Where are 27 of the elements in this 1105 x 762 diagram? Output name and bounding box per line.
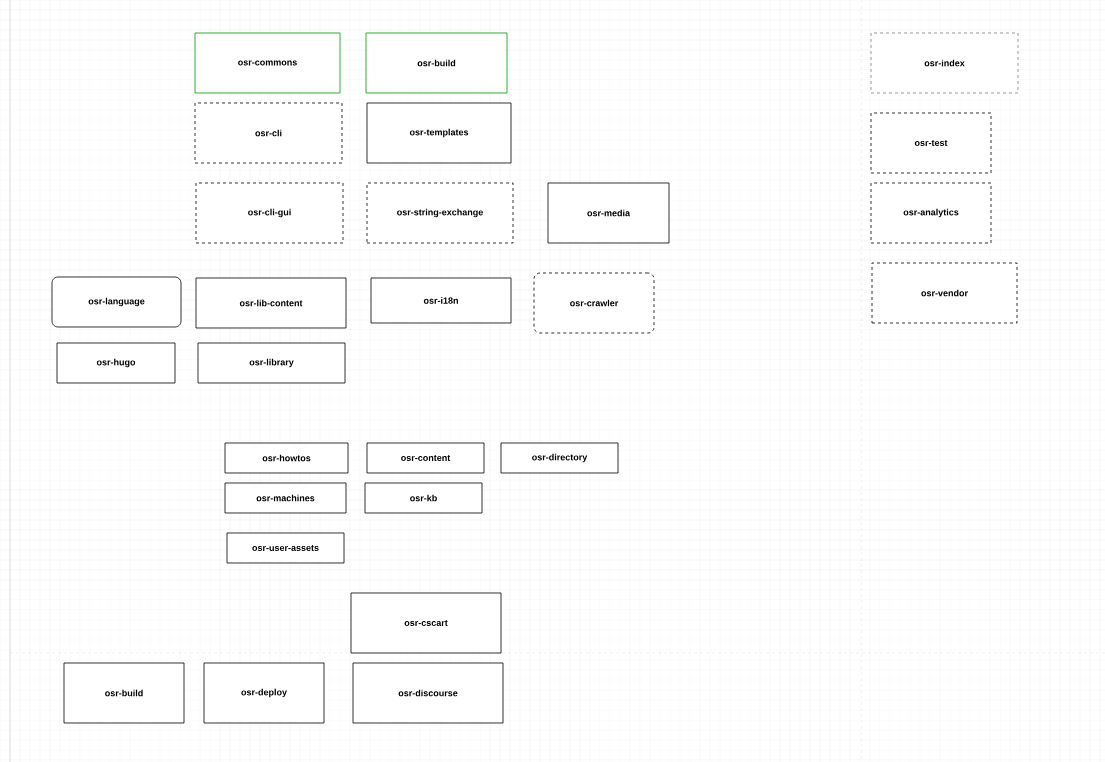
module-box: osr-crawler — [533, 272, 655, 334]
module-box: osr-user-assets — [226, 532, 345, 564]
module-box: osr-library — [197, 342, 346, 384]
module-box: osr-build — [63, 662, 185, 724]
module-box: osr-test — [870, 112, 992, 174]
module-box: osr-i18n — [370, 277, 512, 324]
module-box: osr-deploy — [203, 662, 325, 724]
module-box: osr-kb — [364, 482, 483, 514]
module-box: osr-directory — [500, 442, 619, 474]
module-box: osr-cscart — [350, 592, 502, 654]
module-box: osr-media — [547, 182, 670, 244]
module-box: osr-index — [870, 32, 1019, 94]
module-box: osr-language — [51, 276, 182, 328]
module-box: osr-analytics — [870, 182, 992, 244]
module-box: osr-cli-gui — [195, 182, 344, 244]
module-box: osr-hugo — [56, 342, 176, 384]
module-box: osr-howtos — [224, 442, 349, 474]
module-box: osr-machines — [224, 482, 347, 514]
module-box: osr-discourse — [352, 662, 504, 724]
module-box: osr-string-exchange — [366, 182, 514, 244]
module-box: osr-lib-content — [195, 277, 347, 329]
module-box: osr-content — [366, 442, 485, 474]
module-box: osr-build — [365, 32, 508, 94]
module-box: osr-cli — [194, 102, 343, 164]
module-box: osr-vendor — [871, 262, 1018, 324]
module-box: osr-templates — [366, 102, 512, 164]
module-box: osr-commons — [194, 32, 341, 94]
